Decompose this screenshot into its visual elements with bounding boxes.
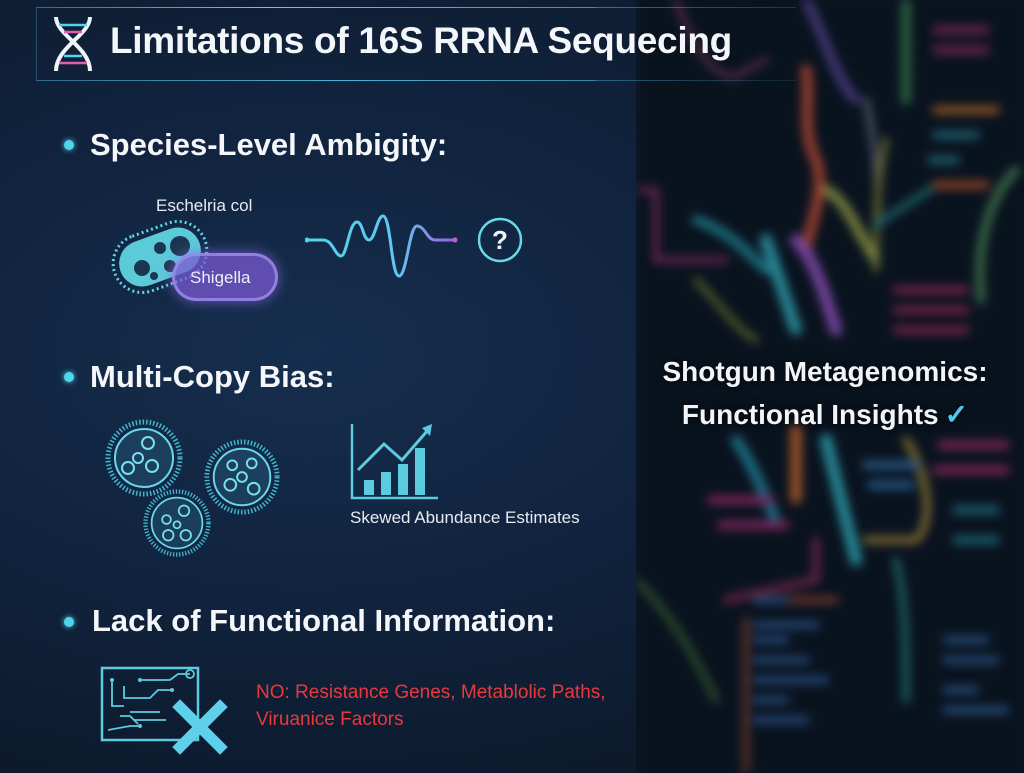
x-mark-icon xyxy=(172,699,228,755)
cell-icon xyxy=(204,439,280,515)
organism-label-ecoli: Eschelria col xyxy=(156,196,253,215)
circuit-board-icon xyxy=(100,666,200,742)
question-mark-icon: ? xyxy=(477,217,523,263)
rising-bar-chart-icon xyxy=(350,424,438,500)
skewed-abundance-caption: Skewed Abundance Estimates xyxy=(350,508,580,527)
page-title: Limitations of 16S RRNA Sequecing xyxy=(110,20,732,61)
callout-line-1: Shotgun Metagenomics: xyxy=(662,356,988,387)
section-heading-species: Species-Level Ambigity: xyxy=(90,127,448,162)
pathway-map-background xyxy=(636,0,1024,773)
section-heading-functional: Lack of Functional Information: xyxy=(92,603,556,638)
bullet-dot xyxy=(64,140,74,150)
dna-icon xyxy=(54,16,92,72)
title-frame xyxy=(36,7,796,81)
shigella-pill xyxy=(172,253,278,301)
missing-functions-note: NO: Resistance Genes, Metablolic Paths, … xyxy=(256,679,606,733)
callout-line-2-text: Functional Insights xyxy=(681,399,939,430)
shotgun-metagenomics-callout: Shotgun Metagenomics: Functional Insight… xyxy=(640,350,1010,436)
cell-icon xyxy=(143,489,211,557)
section-heading-multicopy: Multi-Copy Bias: xyxy=(90,359,335,394)
callout-line-2: Functional Insights✓ xyxy=(640,393,1010,436)
missing-functions-line-2: Viruanice Factors xyxy=(256,709,404,730)
checkmark-icon: ✓ xyxy=(944,399,969,430)
left-panel-shade xyxy=(0,0,640,773)
bullet-dot xyxy=(64,372,74,382)
missing-functions-line-1: NO: Resistance Genes, Metablolic Paths, xyxy=(256,682,606,703)
svg-text:?: ? xyxy=(492,225,508,255)
cell-icon xyxy=(105,419,183,497)
organism-label-shigella: Shigella xyxy=(190,268,251,287)
bullet-dot xyxy=(64,617,74,627)
signal-wave-icon xyxy=(305,214,458,278)
